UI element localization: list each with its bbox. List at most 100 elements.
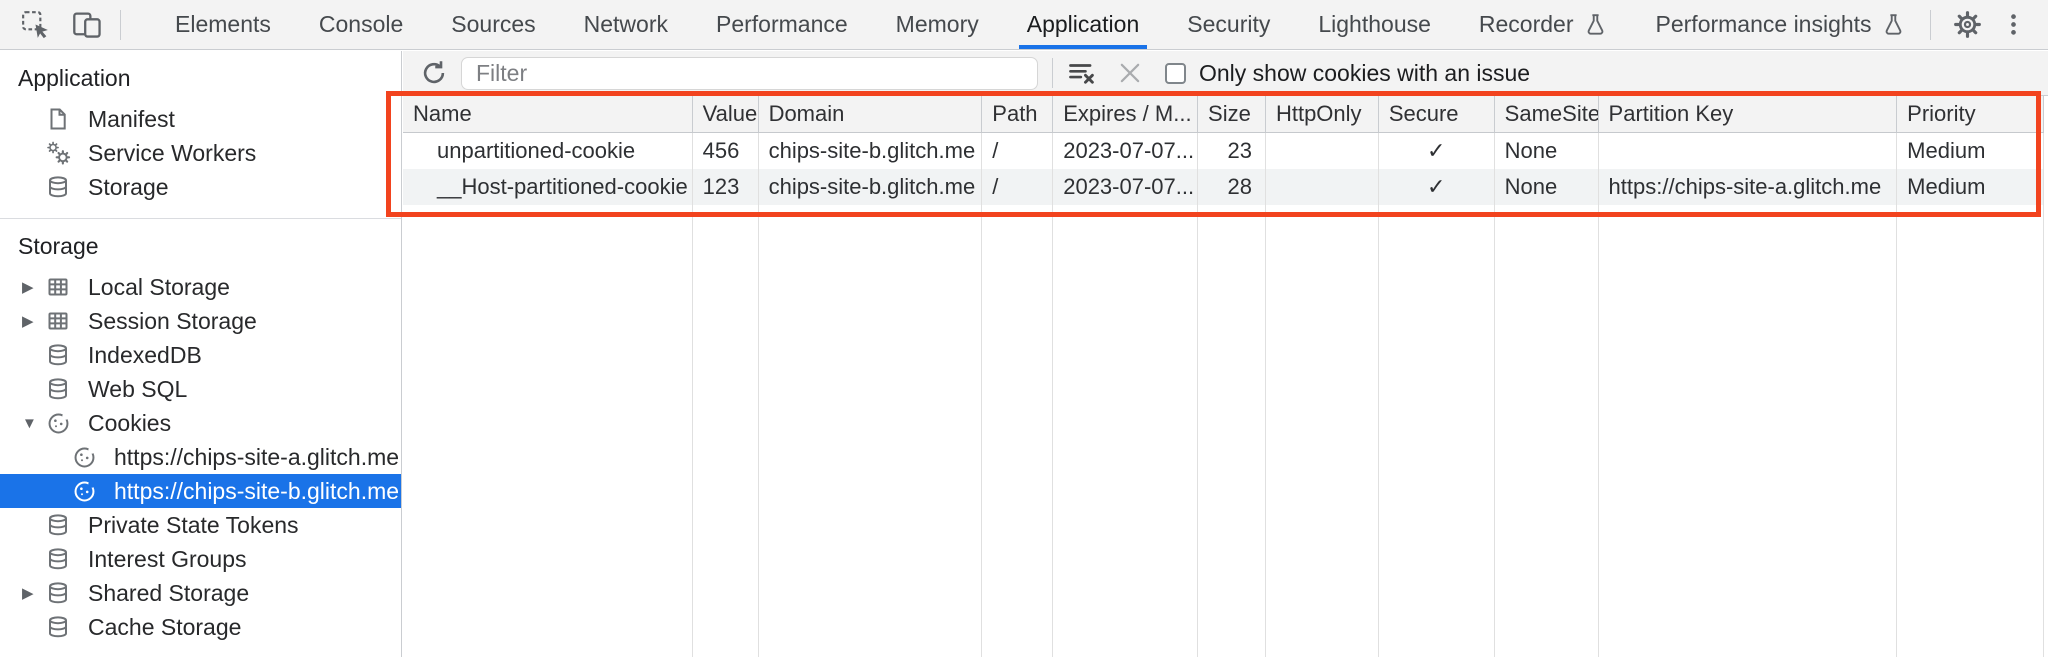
tab-label: Sources [451,11,536,37]
tab-label: Console [318,11,404,37]
tab-console[interactable]: Console [295,0,427,49]
toggle-device-toolbar-icon[interactable] [68,6,106,44]
expand-arrow-icon[interactable]: ▶ [22,313,34,330]
cell-size: 23 [1198,133,1266,169]
application-panel-sidebar: Application Manifest [0,51,402,657]
tab-label: Memory [895,11,979,37]
section-title-storage: Storage [18,233,99,259]
sidebar-item-web-sql[interactable]: Web SQL [0,372,401,406]
cell-path: / [982,133,1054,169]
table-empty-area [403,205,2044,657]
cell-httponly [1266,169,1379,205]
table-icon [46,274,72,300]
sidebar-item-private-state-tokens[interactable]: Private State Tokens [0,508,401,542]
checkbox-label[interactable]: Only show cookies with an issue [1199,59,1531,86]
cell-domain: chips-site-b.glitch.me [759,133,983,169]
collapse-arrow-icon[interactable]: ▼ [22,414,37,432]
cookie-icon [46,410,72,436]
sidebar-item-shared-storage[interactable]: ▶ Shared Storage [0,576,401,610]
column-header-httponly[interactable]: HttpOnly [1266,96,1379,132]
sidebar-item-cookie-origin-a[interactable]: https://chips-site-a.glitch.me [0,440,401,474]
sidebar-item-service-workers[interactable]: Service Workers [0,136,401,170]
gears-icon [46,140,72,166]
experiment-flask-icon [1583,12,1608,37]
column-header-priority[interactable]: Priority [1897,96,2044,132]
cell-partition-key: https://chips-site-a.glitch.me [1599,169,1898,205]
delete-selected-icon[interactable] [1117,60,1143,86]
column-header-path[interactable]: Path [982,96,1054,132]
tab-label: Security [1187,11,1271,37]
experiment-flask-icon [1881,12,1906,37]
column-header-samesite[interactable]: SameSite [1495,96,1599,132]
only-show-issue-checkbox[interactable] [1165,62,1186,84]
inspect-element-icon[interactable] [16,6,54,44]
cell-priority: Medium [1897,133,2044,169]
devtools-tabbar: Elements Console Sources Network Perform… [0,0,2048,50]
settings-gear-icon[interactable] [1949,6,1987,44]
column-header-domain[interactable]: Domain [759,96,983,132]
sidebar-item-storage[interactable]: Storage [0,170,401,204]
sidebar-item-label: Cache Storage [88,613,242,640]
cookie-icon [72,444,98,470]
cookie-icon [72,478,98,504]
toolbar-divider [120,9,121,40]
tab-security[interactable]: Security [1163,0,1294,49]
tab-performance[interactable]: Performance [692,0,872,49]
sidebar-item-local-storage[interactable]: ▶ Local Storage [0,270,401,304]
tab-label: Lighthouse [1318,11,1431,37]
cell-value: 123 [693,169,759,205]
tab-elements[interactable]: Elements [151,0,295,49]
database-icon [46,174,72,200]
cell-secure-checkmark: ✓ [1379,169,1495,205]
expand-arrow-icon[interactable]: ▶ [22,585,34,602]
cell-expires: 2023-07-07... [1053,169,1199,205]
toolbar-divider [1052,58,1053,88]
column-header-expires[interactable]: Expires / M... [1053,96,1199,132]
column-header-size[interactable]: Size [1198,96,1266,132]
sidebar-item-session-storage[interactable]: ▶ Session Storage [0,304,401,338]
table-icon [46,308,72,334]
tab-performance-insights[interactable]: Performance insights [1632,0,1930,49]
cell-name: unpartitioned-cookie [403,133,693,169]
sidebar-item-indexeddb[interactable]: IndexedDB [0,338,401,372]
document-icon [46,106,72,132]
section-title-application: Application [18,65,131,91]
refresh-icon[interactable] [419,58,449,88]
more-options-kebab-icon[interactable] [1995,6,2033,44]
sidebar-item-manifest[interactable]: Manifest [0,102,401,136]
table-row[interactable]: __Host-partitioned-cookie 123 chips-site… [403,169,2044,205]
database-icon [46,342,72,368]
table-header-row: Name Value Domain Path Expires / M... Si… [403,96,2044,133]
sidebar-section-divider [0,218,401,219]
sidebar-item-cache-storage[interactable]: Cache Storage [0,610,401,644]
tab-lighthouse[interactable]: Lighthouse [1294,0,1455,49]
tab-label: Network [583,11,668,37]
close-devtools-icon[interactable] [2041,6,2048,44]
clear-all-cookies-icon[interactable] [1067,59,1097,87]
sidebar-item-cookie-origin-b-selected[interactable]: https://chips-site-b.glitch.me [0,474,401,508]
tab-recorder[interactable]: Recorder [1455,0,1632,49]
cell-secure-checkmark: ✓ [1379,133,1495,169]
sidebar-item-label: Service Workers [88,139,257,166]
sidebar-item-label: Shared Storage [88,579,250,606]
tab-application[interactable]: Application [1003,0,1164,49]
database-icon [46,580,72,606]
expand-arrow-icon[interactable]: ▶ [22,279,34,296]
sidebar-item-label: https://chips-site-a.glitch.me [114,443,400,470]
toolbar-divider [1929,9,1931,40]
table-row[interactable]: unpartitioned-cookie 456 chips-site-b.gl… [403,133,2044,169]
filter-input[interactable] [461,56,1038,90]
tab-memory[interactable]: Memory [872,0,1003,49]
cell-httponly [1266,133,1379,169]
column-header-partition-key[interactable]: Partition Key [1599,96,1898,132]
cell-partition-key [1599,133,1898,169]
column-header-name[interactable]: Name [403,96,693,132]
tab-label: Application [1026,11,1140,37]
column-header-value[interactable]: Value [693,96,759,132]
tab-sources[interactable]: Sources [427,0,559,49]
sidebar-item-interest-groups[interactable]: Interest Groups [0,542,401,576]
tab-network[interactable]: Network [560,0,692,49]
column-header-secure[interactable]: Secure [1379,96,1495,132]
sidebar-item-cookies[interactable]: ▼ Cookies [0,406,401,440]
